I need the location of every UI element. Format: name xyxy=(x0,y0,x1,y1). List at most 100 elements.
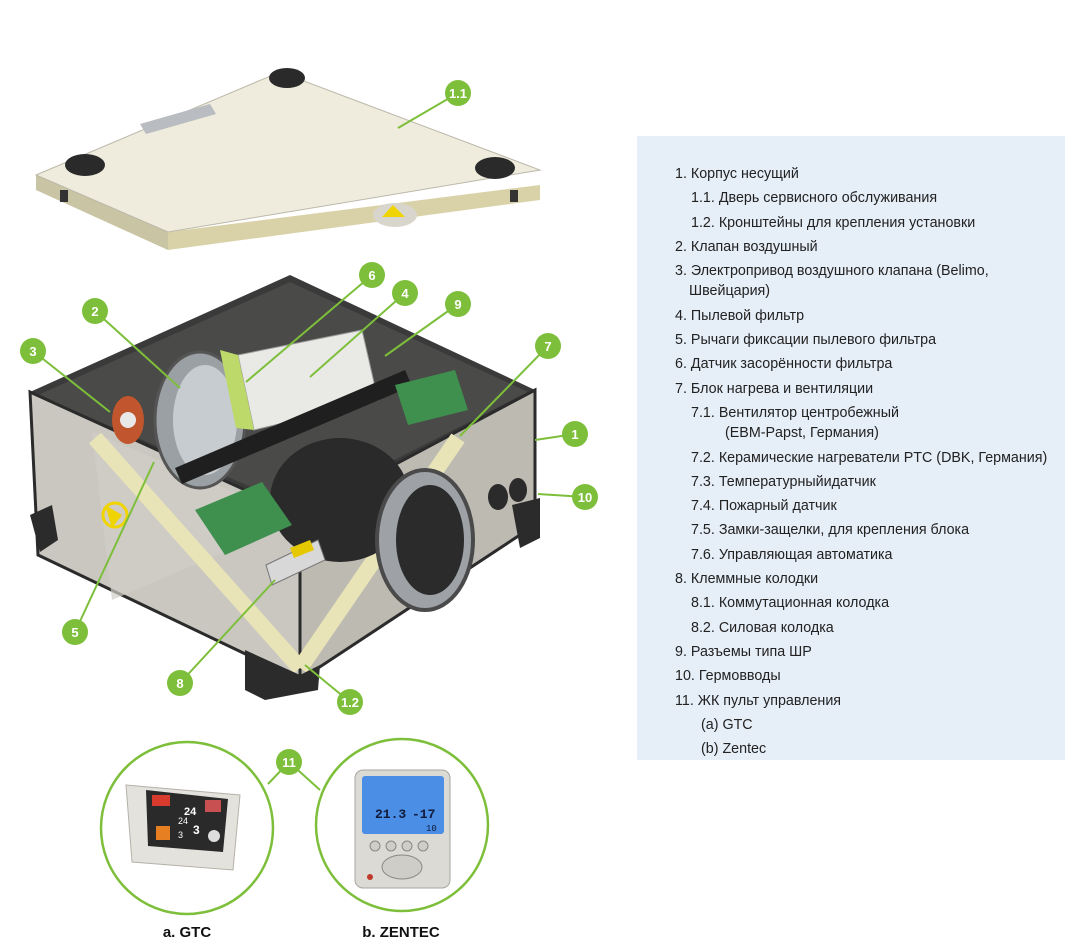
legend-item: Швейцария) xyxy=(675,279,1065,303)
callout-1.2: 1.2 xyxy=(337,689,363,715)
zentec-panel-illustration: 21.3 -17 10 xyxy=(314,737,490,913)
legend-item-text: Электропривод воздушного клапана (Belimo… xyxy=(690,263,989,280)
legend-item: 5. Рычаги фиксации пылевого фильтра xyxy=(675,328,1065,352)
zentec-temp-1: 21.3 xyxy=(375,807,406,822)
callout-11: 11 xyxy=(276,749,302,775)
control-board xyxy=(195,370,468,555)
svg-text:4: 4 xyxy=(401,286,409,301)
legend-item-number: 8. xyxy=(675,571,691,588)
callout-10: 10 xyxy=(572,484,598,510)
legend-item-text: Дверь сервисного обслуживания xyxy=(718,190,938,207)
legend-item-text: (a) GTC xyxy=(701,716,753,733)
legend-item-number: 9. xyxy=(675,643,691,660)
legend-item-text: (EBM-Papst, Германия) xyxy=(725,425,879,442)
svg-text:9: 9 xyxy=(454,297,461,312)
legend-item-text: ЖК пульт управления xyxy=(697,692,842,709)
legend-item: 7.3. Температурныйидатчик xyxy=(675,470,1065,494)
legend-item: 1.1. Дверь сервисного обслуживания xyxy=(675,186,1065,210)
svg-text:6: 6 xyxy=(368,268,375,283)
legend-item-text: Швейцария) xyxy=(689,283,771,300)
legend-item: 7.2. Керамические нагреватели PTC (DBK, … xyxy=(675,446,1065,470)
legend-item-number: 1.2. xyxy=(691,214,719,231)
callout-7: 7 xyxy=(535,333,561,359)
callout-5: 5 xyxy=(62,619,88,645)
legend-item: 7.1. Вентилятор центробежный xyxy=(675,401,1065,425)
legend-item: 8. Клеммные колодки xyxy=(675,567,1065,591)
gtc-panel-illustration: 24 24 3 3 xyxy=(99,740,275,916)
legend-item-number: 7.2. xyxy=(691,449,719,466)
legend-item-text: Рычаги фиксации пылевого фильтра xyxy=(690,332,937,349)
legend-item: 8.2. Силовая колодка xyxy=(675,616,1065,640)
gtc-temp-2: 24 xyxy=(178,816,188,826)
svg-text:8: 8 xyxy=(176,676,183,691)
legend-item: (a) GTC xyxy=(675,713,1065,737)
legend-item-number: 6. xyxy=(675,356,691,373)
legend-item-text: Клапан воздушный xyxy=(690,238,818,255)
legend-item: (b) Zentec xyxy=(675,737,1065,761)
callout-4: 4 xyxy=(392,280,418,306)
legend-item-text: Блок нагрева и вентиляции xyxy=(690,380,874,397)
legend-item: 1. Корпус несущий xyxy=(675,162,1065,186)
legend-item-number: 8.1. xyxy=(691,595,719,612)
legend-item-text: Пылевой фильтр xyxy=(690,307,805,324)
legend-item-number: 8.2. xyxy=(691,619,719,636)
svg-text:1.1: 1.1 xyxy=(449,86,467,101)
legend-item-number: 10. xyxy=(675,668,699,685)
legend-item-text: Гермовводы xyxy=(698,668,781,685)
legend-item: (EBM-Papst, Германия) xyxy=(675,421,1065,445)
legend-item: 7.5. Замки-защелки, для крепления блока xyxy=(675,518,1065,542)
svg-text:5: 5 xyxy=(71,625,78,640)
legend-item-text: Разъемы типа ШР xyxy=(690,643,812,660)
svg-text:1: 1 xyxy=(571,427,578,442)
svg-text:10: 10 xyxy=(578,490,592,505)
zentec-temp-2: -17 xyxy=(412,807,435,822)
legend-item-text: Керамические нагреватели PTC (DBK, Герма… xyxy=(718,449,1048,466)
legend-item-number: 4. xyxy=(675,307,691,324)
callout-1: 1 xyxy=(562,421,588,447)
svg-text:2: 2 xyxy=(91,304,98,319)
legend-item-number: 7. xyxy=(675,380,691,397)
sh-connectors xyxy=(488,478,527,510)
legend-item: 7.4. Пожарный датчик xyxy=(675,494,1065,518)
legend-item: 4. Пылевой фильтр xyxy=(675,304,1065,328)
callout-2: 2 xyxy=(82,298,108,324)
legend-item-number: 1.1. xyxy=(691,190,719,207)
legend-item-text: Температурныйидатчик xyxy=(718,473,876,490)
legend-item-number: 5. xyxy=(675,332,691,349)
legend-item-number: 1. xyxy=(675,166,691,182)
filter-frame xyxy=(175,370,412,484)
gtc-value-b: 3 xyxy=(193,823,200,837)
legend-item-text: Управляющая автоматика xyxy=(718,546,893,563)
legend-item-text: Корпус несущий xyxy=(690,166,799,182)
service-door-lid xyxy=(34,68,542,250)
legend-item-text: (b) Zentec xyxy=(701,741,767,758)
legend-item-number: 7.3. xyxy=(691,473,719,490)
legend-item-number: 3. xyxy=(675,263,691,280)
legend-item-text: Замки-защелки, для крепления блока xyxy=(718,522,970,539)
legend-item: 2. Клапан воздушный xyxy=(675,235,1065,259)
legend-item-text: Силовая колодка xyxy=(718,619,834,636)
valve-actuator xyxy=(112,396,144,444)
svg-text:1.2: 1.2 xyxy=(341,695,359,710)
terminal-blocks xyxy=(265,539,326,586)
legend-item: 1.2. Кронштейны для крепления установки xyxy=(675,211,1065,235)
gtc-value-a: 3 xyxy=(178,830,183,840)
callout-9: 9 xyxy=(445,291,471,317)
legend-item-text: Пожарный датчик xyxy=(718,498,837,515)
legend-item-text: Клеммные колодки xyxy=(690,571,819,588)
callout-8: 8 xyxy=(167,670,193,696)
legend-item-number: 2. xyxy=(675,238,691,255)
svg-text:7: 7 xyxy=(544,339,551,354)
legend-item-number: 7.1. xyxy=(691,404,719,421)
legend-item: 7.6. Управляющая автоматика xyxy=(675,543,1065,567)
legend-item: 7. Блок нагрева и вентиляции xyxy=(675,377,1065,401)
svg-text:3: 3 xyxy=(29,344,36,359)
legend-item-number: 7.6. xyxy=(691,546,719,563)
legend-item-number: 11. xyxy=(675,692,698,709)
caption-zentec: b. ZENTEC xyxy=(362,924,440,941)
legend-item: 10. Гермовводы xyxy=(675,664,1065,688)
legend-item-text: Вентилятор центробежный xyxy=(718,404,899,421)
legend-item: 8.1. Коммутационная колодка xyxy=(675,591,1065,615)
